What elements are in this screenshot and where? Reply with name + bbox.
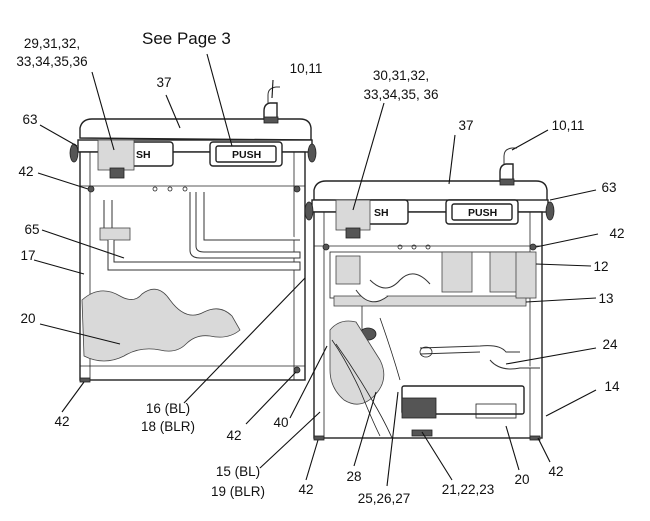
- push-label-right-partial: SH: [374, 207, 389, 219]
- callout-13: 13: [598, 291, 613, 306]
- callout-28: 28: [346, 469, 361, 484]
- callout-12: 12: [593, 259, 608, 274]
- callout-21: 21,22,23: [442, 482, 495, 497]
- callout-65: 65: [24, 222, 39, 237]
- callout-17: 17: [20, 248, 35, 263]
- push-label-left-partial: SH: [136, 149, 151, 161]
- callout-30: 30,31,32,: [373, 68, 429, 83]
- see-page-heading: See Page 3: [142, 29, 231, 48]
- callout-30-line2: 33,34,35, 36: [363, 87, 438, 102]
- callout-15: 15 (BL): [216, 464, 260, 479]
- callout-16: 16 (BL): [146, 401, 190, 416]
- callout-63-left: 63: [22, 112, 37, 127]
- callout-42-left-top: 42: [18, 164, 33, 179]
- callout-42-left-bottom: 42: [54, 414, 69, 429]
- callout-16-line2: 18 (BLR): [141, 419, 195, 434]
- callout-10-right: 10,11: [552, 118, 585, 133]
- callout-20-left: 20: [20, 311, 35, 326]
- callout-40: 40: [273, 415, 288, 430]
- callout-20-right: 20: [514, 472, 529, 487]
- callout-15-line2: 19 (BLR): [211, 484, 265, 499]
- callout-14: 14: [604, 379, 620, 394]
- callout-42-right: 42: [609, 226, 624, 241]
- callout-37-left: 37: [156, 75, 171, 90]
- right-cooler-unit: [304, 147, 555, 441]
- callout-25: 25,26,27: [358, 491, 411, 506]
- push-label-right: PUSH: [468, 207, 497, 219]
- callout-42-mid: 42: [226, 428, 241, 443]
- callout-10-left: 10,11: [290, 61, 323, 76]
- callout-37-right: 37: [458, 118, 473, 133]
- callout-24: 24: [602, 337, 618, 352]
- callout-29: 29,31,32,: [24, 36, 80, 51]
- callout-42-bottom: 42: [298, 482, 313, 497]
- callout-42-right-bottom: 42: [548, 464, 563, 479]
- push-label-left: PUSH: [232, 149, 261, 161]
- callout-63-right: 63: [601, 180, 616, 195]
- callout-29-line2: 33,34,35,36: [16, 54, 87, 69]
- leader-lines: [33, 53, 599, 487]
- left-cooler-unit: [69, 86, 317, 383]
